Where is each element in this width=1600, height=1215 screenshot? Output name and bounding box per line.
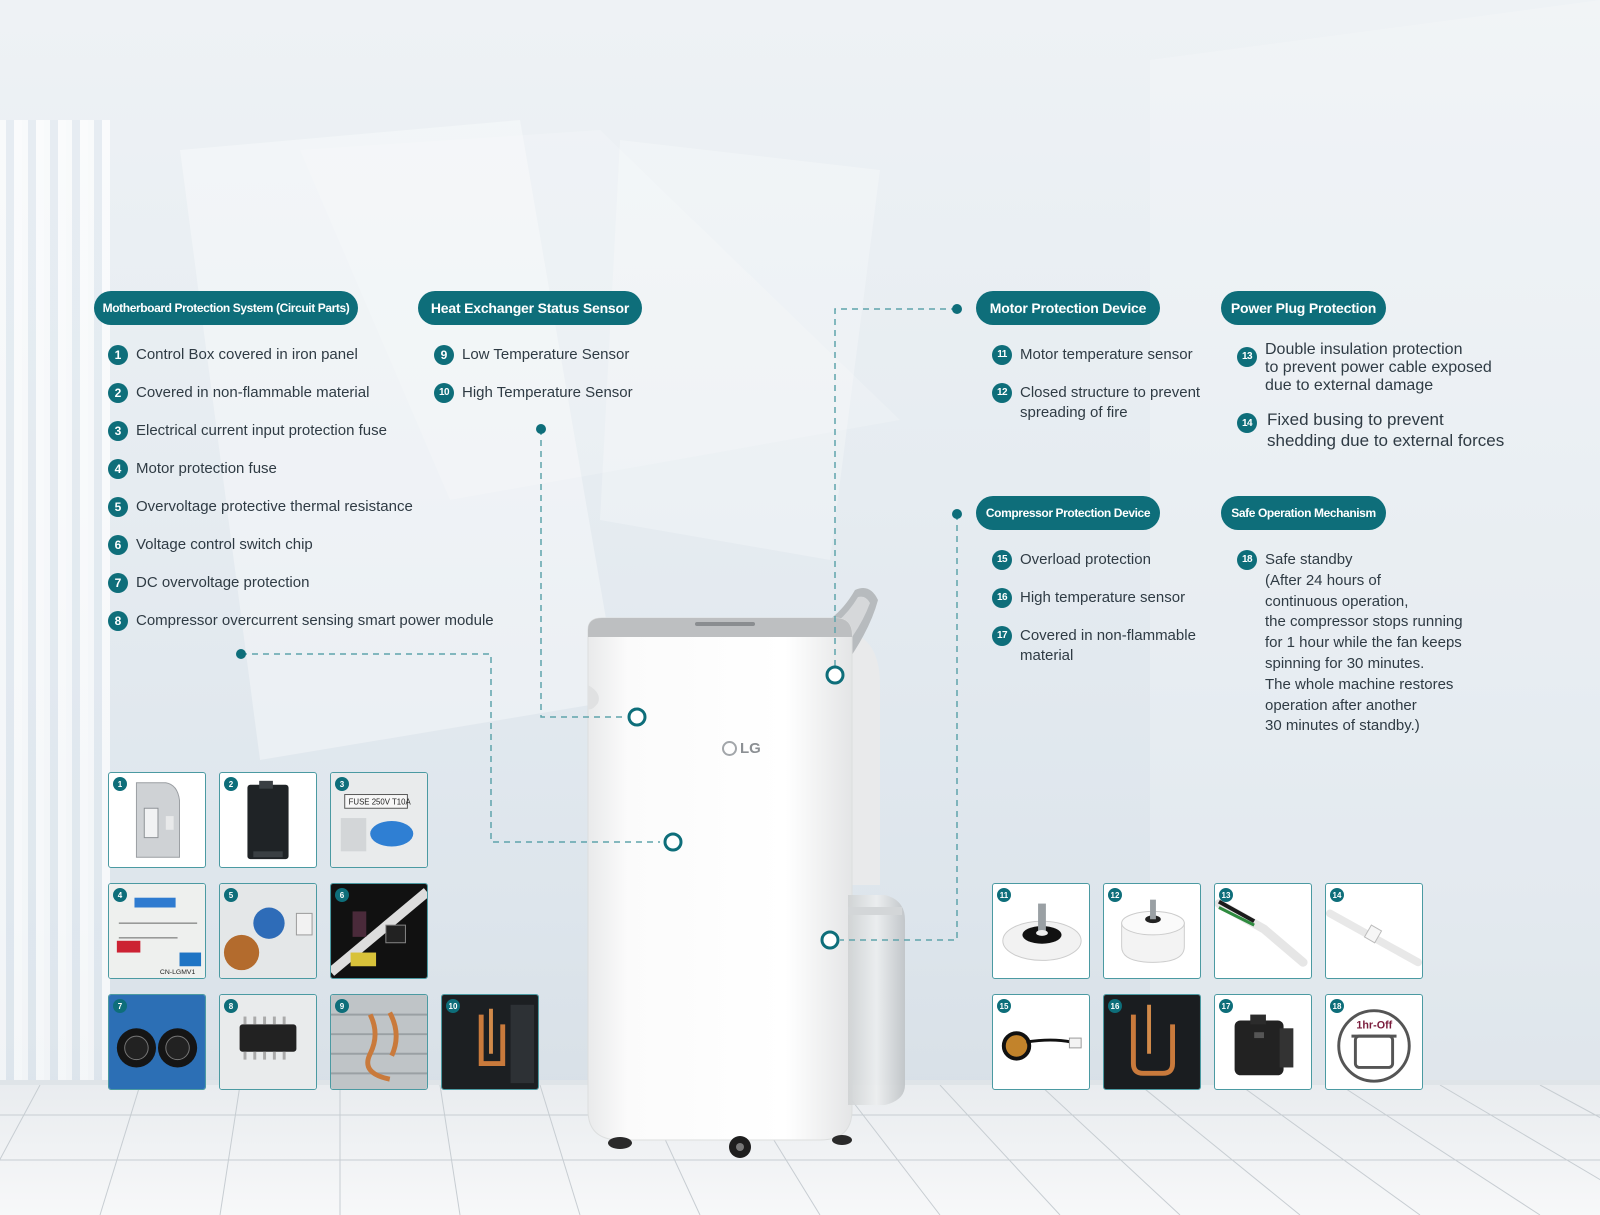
dehumidifier-image bbox=[587, 587, 905, 1158]
thumb-compressor-temp-sensor: 16 bbox=[1103, 994, 1201, 1090]
pill-power-plug-protection: Power Plug Protection bbox=[1221, 291, 1386, 325]
thumb-switch-chip: 6 bbox=[330, 883, 428, 979]
thumb-nonflammable-cover: 2 bbox=[219, 772, 317, 868]
thumb-nonflammable-compressor-cover: 17 bbox=[1214, 994, 1312, 1090]
thumb-safe-standby: 18 1hr-Off bbox=[1325, 994, 1423, 1090]
thumb-low-temp-sensor: 9 bbox=[330, 994, 428, 1090]
thumb-high-temp-sensor: 10 bbox=[441, 994, 539, 1090]
thumb-power-module: 8 bbox=[219, 994, 317, 1090]
thumb-control-box: 1 bbox=[108, 772, 206, 868]
brand-logo: LG bbox=[722, 740, 761, 757]
thumb-dc-overvoltage: 7 bbox=[108, 994, 206, 1090]
pill-compressor-protection: Compressor Protection Device bbox=[976, 496, 1160, 530]
svg-text:FUSE 250V T10A: FUSE 250V T10A bbox=[349, 797, 412, 806]
pill-heat-exchanger-sensor: Heat Exchanger Status Sensor bbox=[418, 291, 642, 325]
thumb-overload-protector: 15 bbox=[992, 994, 1090, 1090]
thumb-thermal-resistance: 5 bbox=[219, 883, 317, 979]
pill-safe-operation: Safe Operation Mechanism bbox=[1221, 496, 1386, 530]
thumb-cable-bushing: 14 bbox=[1325, 883, 1423, 979]
thumb-motor-fuse: 4 CN-LGMV1 bbox=[108, 883, 206, 979]
pill-motherboard-protection: Motherboard Protection System (Circuit P… bbox=[94, 291, 358, 325]
curtain bbox=[0, 120, 110, 1110]
pill-motor-protection: Motor Protection Device bbox=[976, 291, 1160, 325]
thumb-closed-motor: 12 bbox=[1103, 883, 1201, 979]
thumb-input-fuse: 3 FUSE 250V T10A bbox=[330, 772, 428, 868]
svg-text:CN-LGMV1: CN-LGMV1 bbox=[160, 969, 196, 976]
lg-logo-icon bbox=[722, 741, 737, 756]
thumb-power-cable: 13 bbox=[1214, 883, 1312, 979]
thumb-motor-temp-sensor: 11 bbox=[992, 883, 1090, 979]
svg-text:1hr-Off: 1hr-Off bbox=[1356, 1019, 1392, 1031]
